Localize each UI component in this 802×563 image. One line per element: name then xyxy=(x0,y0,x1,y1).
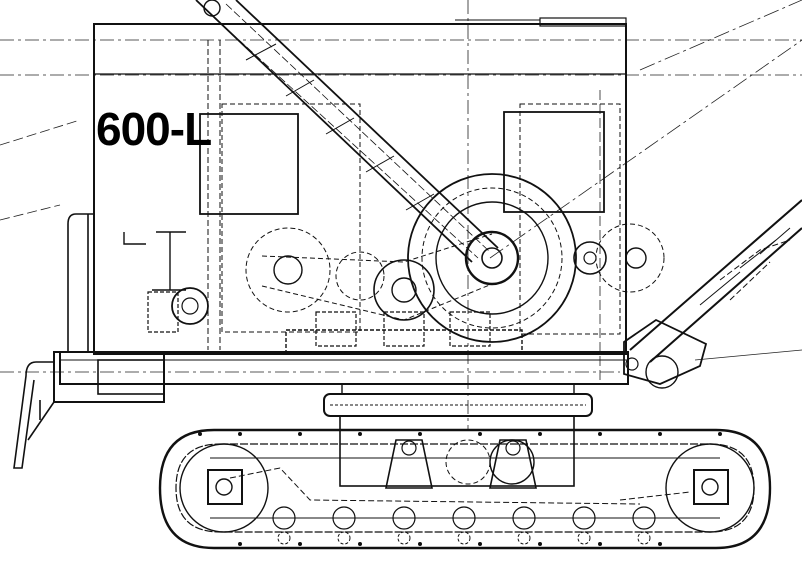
left-pipe-and-ladder xyxy=(13,213,165,469)
boom-assembly xyxy=(195,0,802,389)
model-label: 600-L xyxy=(96,103,211,155)
cab-housing xyxy=(93,17,627,355)
carbody xyxy=(339,415,575,489)
drive-gears xyxy=(123,173,665,347)
construction-lines xyxy=(0,0,802,430)
crawler-track xyxy=(158,428,772,550)
